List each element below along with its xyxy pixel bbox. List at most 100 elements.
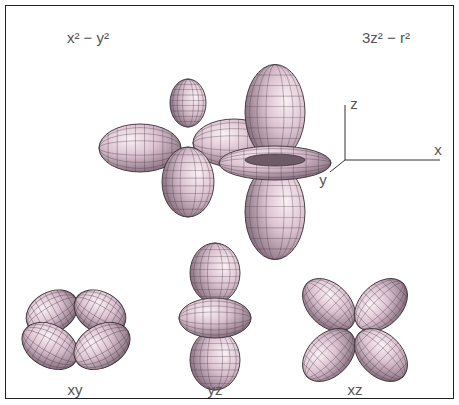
mesh-line [195, 301, 196, 334]
mesh-line [306, 149, 307, 177]
frame [6, 6, 454, 399]
mesh-line [170, 100, 206, 101]
z-axis [345, 105, 346, 160]
mesh-line [170, 105, 206, 106]
mesh-line [303, 329, 356, 382]
mesh-line [191, 263, 238, 264]
lobe-surface [179, 298, 251, 338]
mesh-line [79, 339, 96, 369]
mesh-line [108, 133, 109, 163]
mesh-line [190, 269, 240, 270]
mesh-line [15, 316, 85, 377]
lobe-surface [344, 318, 418, 392]
mesh-line [312, 343, 342, 373]
mesh-line [245, 217, 305, 218]
lobe-surface [66, 313, 139, 379]
mesh-line [99, 141, 181, 155]
mesh-line [173, 89, 203, 90]
mesh-line [83, 334, 103, 368]
mesh-line [70, 320, 135, 372]
mesh-line [243, 305, 244, 330]
mesh-line [245, 106, 305, 107]
orbital-label: x² − y² [67, 30, 109, 47]
mesh-line [194, 243, 237, 303]
mesh-line [369, 288, 399, 318]
torus-ring [219, 146, 331, 180]
torus-hole [245, 154, 305, 166]
lobe-surface [245, 65, 305, 160]
mesh-line [389, 363, 408, 382]
mesh-line [163, 170, 212, 171]
mesh-line [199, 296, 230, 297]
mesh-line [172, 209, 205, 210]
mesh-line [250, 138, 300, 139]
mesh-line [42, 330, 63, 366]
mesh-line [219, 153, 331, 173]
orbital-lobe [170, 79, 206, 127]
orbital-label: 3z² − r² [362, 30, 410, 47]
mesh-line [369, 343, 399, 373]
mesh-line [101, 324, 121, 358]
mesh-line [356, 305, 381, 330]
mesh-line [194, 376, 236, 377]
mesh-line [250, 85, 300, 86]
mesh-line [78, 290, 95, 319]
mesh-line [318, 152, 319, 173]
mesh-line [116, 323, 129, 346]
orbital-lobe [190, 243, 240, 303]
orbital-label: yz [208, 382, 223, 399]
mesh-line [219, 298, 220, 338]
mesh-line [257, 65, 293, 160]
mesh-line [153, 125, 154, 170]
axis-symbol [330, 105, 440, 172]
mesh-line [250, 65, 301, 160]
mesh-line [250, 238, 300, 239]
orbital-lobes [14, 65, 418, 392]
mesh-line [166, 201, 209, 202]
mesh-line [83, 291, 102, 324]
mesh-line [179, 306, 251, 330]
mesh-line [235, 301, 236, 334]
mesh-line [294, 270, 363, 339]
mesh-line [31, 324, 51, 358]
mesh-line [51, 291, 70, 324]
mesh-line [231, 152, 232, 173]
mesh-line [162, 178, 214, 179]
mesh-line [166, 162, 209, 163]
mesh-line [256, 248, 294, 249]
mesh-line [49, 334, 69, 368]
mesh-line [219, 149, 331, 178]
mesh-line [144, 124, 145, 172]
mesh-line [75, 290, 88, 312]
mesh-line [172, 147, 203, 217]
mesh-line [250, 185, 300, 186]
mesh-line [364, 338, 394, 368]
mesh-line [135, 124, 136, 172]
mesh-line [247, 127, 304, 128]
mesh-line [179, 312, 251, 324]
mesh-line [245, 117, 305, 118]
mesh-line [364, 293, 394, 323]
mesh-line [194, 289, 236, 290]
mesh-line [187, 305, 188, 330]
mesh-line [190, 276, 240, 277]
mesh-line [166, 147, 210, 217]
orbital-lobe [162, 147, 214, 217]
axis-label: x [434, 142, 442, 159]
mesh-line [171, 111, 205, 112]
mesh-line [317, 338, 347, 368]
mesh-line [27, 323, 44, 353]
mesh-line [162, 185, 214, 186]
mesh-line [67, 316, 137, 377]
mesh-line [304, 355, 329, 380]
mesh-line [191, 350, 238, 351]
mesh-line [177, 79, 199, 127]
x-axis [345, 160, 440, 161]
orbital-lobe [179, 298, 251, 338]
mesh-line [190, 356, 240, 357]
mesh-line [247, 227, 304, 228]
mesh-line [329, 305, 354, 330]
mesh-line [171, 95, 205, 96]
